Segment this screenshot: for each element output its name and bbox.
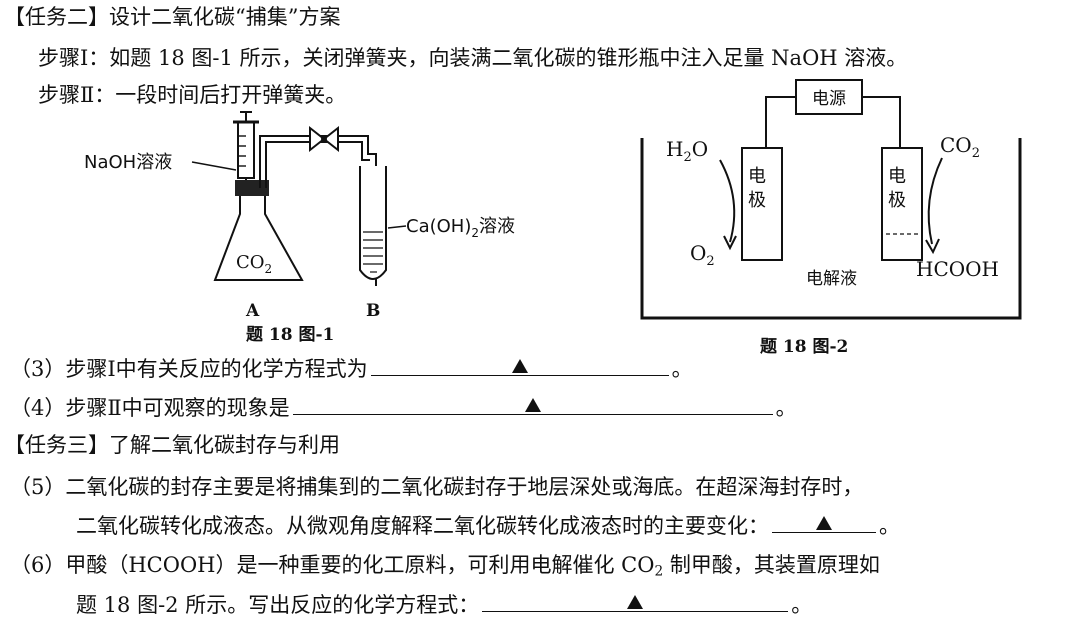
svg-text:CO2: CO2 (236, 252, 272, 276)
caoh-label: Ca(OH)2溶液 (406, 216, 515, 240)
question-6-line2: 题 18 图-2 所示。写出反应的化学方程式：。 (76, 589, 812, 620)
answer-blank-5[interactable] (772, 510, 876, 533)
svg-text:电: 电 (748, 166, 766, 187)
question-5-line1: （5）二氧化碳的封存主要是将捕集到的二氧化碳封存于地层深处或海底。在超深海封存时… (10, 475, 864, 499)
step1-text: 步骤Ⅰ：如题 18 图-1 所示，关闭弹簧夹，向装满二氧化碳的锥形瓶中注入足量 … (38, 46, 908, 70)
svg-text:极: 极 (888, 190, 906, 211)
label-a: A (245, 301, 260, 321)
power-label: 电源 (812, 89, 846, 109)
electrolyte-label: 电解液 (806, 269, 857, 289)
question-5-line2: 二氧化碳转化成液态。从微观角度解释二氧化碳转化成液态时的主要变化：。 (76, 510, 900, 541)
figure-1: NaOH溶液 CO2 Ca(OH)2溶液 A B 题 18 图-1 (84, 111, 515, 345)
task3-title: 【任务三】了解二氧化碳封存与利用 (4, 433, 340, 457)
naoh-label: NaOH溶液 (84, 152, 172, 173)
question-4: （4）步骤Ⅱ中可观察的现象是。 (10, 392, 797, 423)
label-b: B (366, 301, 380, 321)
step2-text: 步骤Ⅱ：一段时间后打开弹簧夹。 (38, 83, 347, 107)
answer-blank-6[interactable] (482, 589, 789, 612)
o2-label: O2 (690, 241, 715, 269)
figure-2-caption: 题 18 图-2 (760, 337, 848, 357)
question-3: （3）步骤Ⅰ中有关反应的化学方程式为。 (10, 353, 693, 384)
hcooh-label: HCOOH (916, 257, 999, 281)
h2o-label: H2O (666, 137, 708, 165)
co2-label: CO2 (940, 133, 980, 161)
answer-blank-4[interactable] (292, 392, 773, 415)
task2-title: 【任务二】设计二氧化碳“捕集”方案 (4, 5, 341, 29)
figure-1-caption: 题 18 图-1 (246, 325, 334, 345)
question-6-line1: （6）甲酸（HCOOH）是一种重要的化工原料，可利用电解催化 CO2 制甲酸，其… (10, 553, 880, 580)
figure-2: 电源 电 极 电 极 H2O O2 CO2 HCOOH 电解液 题 18 图-2 (640, 79, 1022, 357)
answer-blank-3[interactable] (370, 353, 669, 376)
svg-text:极: 极 (748, 190, 766, 211)
svg-text:电: 电 (888, 166, 906, 187)
